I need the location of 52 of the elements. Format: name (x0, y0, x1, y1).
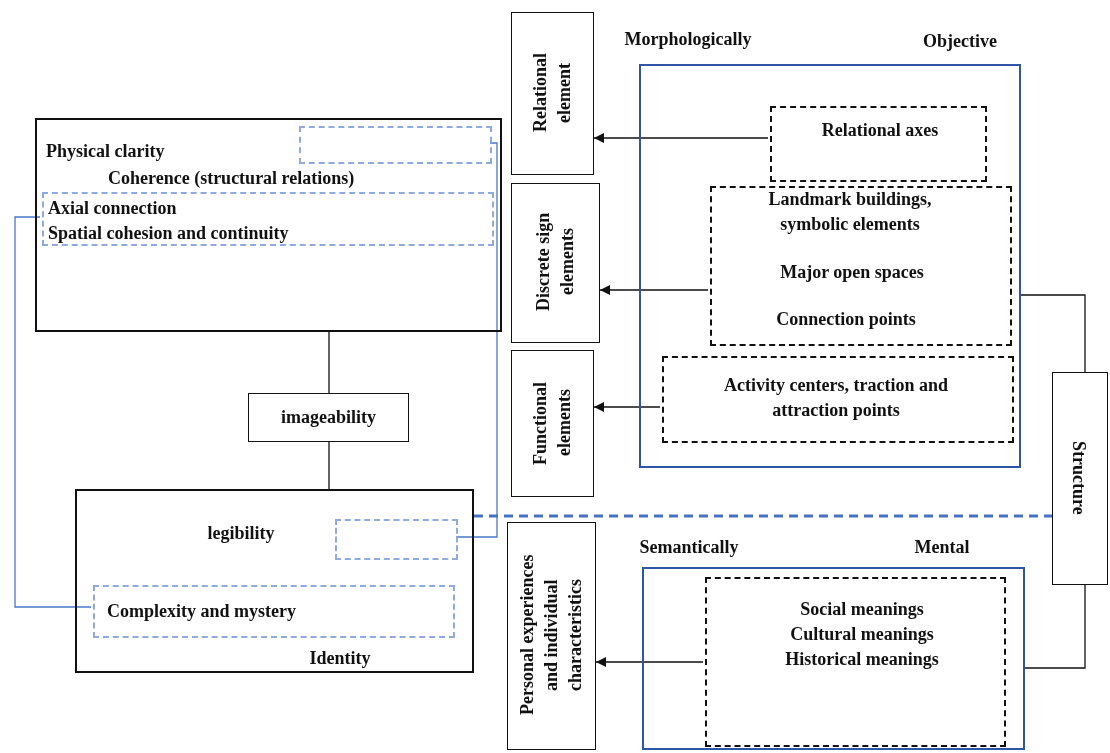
section-label: Morphologically (624, 28, 752, 51)
connector-line (328, 331, 330, 394)
node-text: imageability (281, 405, 376, 429)
node-text: Historical meanings (785, 648, 939, 671)
concept-box (75, 489, 474, 673)
arrow (593, 133, 769, 143)
node-text: Landmark buildings, symbolic elements (767, 188, 933, 236)
connector-line (328, 441, 330, 490)
rotated-label: Discrete sign elements (531, 211, 578, 314)
node-text: Axial connection (48, 197, 177, 220)
rotated-label: Relational element (528, 52, 575, 134)
dashed-box (710, 186, 1012, 346)
node-text: Relational axes (821, 119, 939, 142)
node-text: Mental (914, 536, 970, 559)
concept-box (248, 393, 409, 442)
arrow (599, 285, 709, 295)
node-text: Physical clarity (46, 140, 165, 163)
section-label: Semantically (639, 536, 739, 559)
element-box (511, 350, 594, 497)
dashed-box (770, 106, 987, 182)
connector-line (455, 142, 498, 538)
node-text: Activity centers, traction and attraction points (723, 374, 949, 422)
element-box (507, 522, 596, 750)
node-text: Cultural meanings (790, 623, 934, 646)
connector-line (14, 216, 92, 608)
node-text: Identity (309, 647, 371, 670)
rotated-label: Personal experiences and individual characteristics (515, 553, 586, 718)
rotated-label: Structure (1068, 439, 1090, 517)
element-box (511, 12, 594, 175)
node-text: Major open spaces (780, 261, 924, 284)
dashed-box (662, 356, 1014, 443)
dashed-box (299, 126, 492, 164)
arrow (595, 657, 704, 667)
node-text: Coherence (structural relations) (108, 167, 355, 190)
connector-line (1024, 584, 1086, 669)
node-text: Spatial cohesion and continuity (48, 222, 289, 245)
node-text: Objective (923, 30, 997, 53)
dashed-box (705, 577, 1006, 747)
rotated-label: Functional elements (528, 380, 575, 467)
node-text: Complexity and mystery (107, 600, 296, 623)
element-box (511, 183, 600, 343)
dashed-box (42, 192, 494, 246)
dashed-connector-line (474, 514, 1052, 518)
node-text: Social meanings (800, 598, 924, 621)
arrow (593, 402, 661, 412)
dashed-box (335, 519, 458, 560)
dashed-box (93, 585, 455, 638)
concept-box (35, 118, 502, 332)
structure-box (1052, 372, 1108, 585)
node-text: Connection points (776, 308, 916, 331)
connector-line (1020, 294, 1086, 373)
node-text: legibility (207, 522, 275, 545)
